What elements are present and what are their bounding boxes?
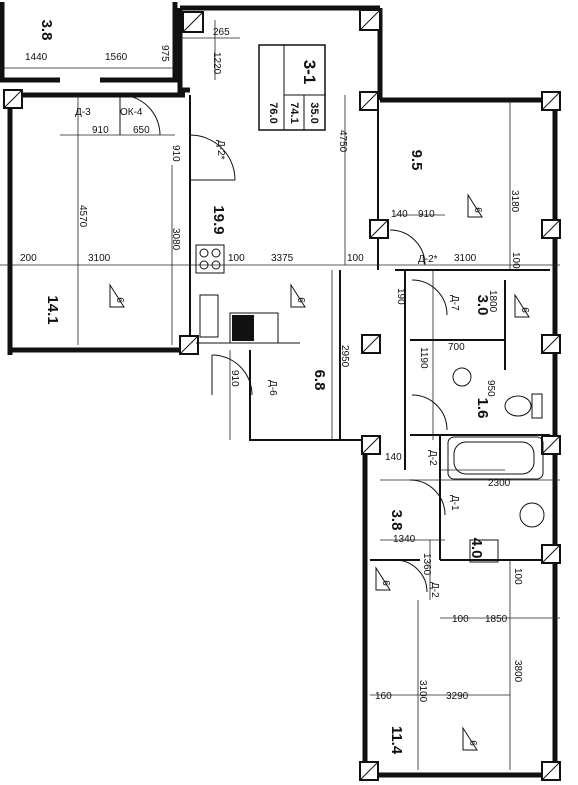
- area-bedroom-bottom-right: 11.4: [388, 726, 405, 755]
- area-storage: 3.0: [474, 295, 491, 316]
- dim-label: 700: [448, 342, 465, 353]
- svg-text:6: 6: [519, 307, 530, 313]
- dim-label: 190: [395, 288, 406, 305]
- door-label-d2s-kitchen: Д-2*: [215, 140, 226, 160]
- apartment-total-area-balcony: 76.0: [267, 102, 279, 123]
- dim-label: 2950: [339, 345, 350, 368]
- dim-label: 140: [385, 452, 402, 463]
- dim-label: 1440: [25, 52, 48, 63]
- room-tag-bedroom-bottom-right: 6: [462, 726, 478, 751]
- dim-label: 100: [347, 253, 364, 264]
- dim-label: 1560: [105, 52, 128, 63]
- dim-label: 160: [375, 691, 392, 702]
- dim-label: 1800: [487, 290, 498, 313]
- dim-label: 650: [133, 125, 150, 136]
- dim-label: 975: [159, 45, 170, 62]
- svg-text:6: 6: [472, 207, 483, 213]
- room-tag-bedroom-left: 6: [109, 283, 125, 308]
- apartment-total-area: 74.1: [288, 102, 300, 123]
- door-label-d1: Д-1: [449, 495, 460, 511]
- door-label-d2-lower: Д-2: [429, 582, 440, 598]
- door-label-d6: Д-6: [267, 380, 278, 396]
- dim-label: 1220: [211, 52, 222, 75]
- dim-label: 265: [213, 27, 230, 38]
- room-tag-storage: 6: [514, 293, 530, 318]
- room-tag-bedroom-top-right: 6: [467, 193, 483, 218]
- dim-label: 3800: [512, 660, 523, 683]
- area-kitchen-living: 19.9: [210, 205, 227, 234]
- doors: [119, 94, 448, 593]
- area-bedroom-left: 14.1: [44, 295, 61, 324]
- dim-label: 100: [228, 253, 245, 264]
- dim-label: 200: [20, 253, 37, 264]
- dim-label: 3100: [88, 253, 111, 264]
- dim-label: 3180: [509, 190, 520, 213]
- columns: [3, 9, 561, 781]
- dim-label: 3375: [271, 253, 294, 264]
- dim-label: 3290: [446, 691, 469, 702]
- dim-label: 1190: [418, 347, 429, 369]
- door-label-d3: Д-3: [75, 107, 91, 118]
- dim-label: 910: [170, 145, 181, 162]
- dim-label: 4750: [337, 130, 348, 153]
- dim-label: 4570: [77, 205, 88, 228]
- dim-label: 3100: [454, 253, 477, 264]
- svg-text:6: 6: [114, 297, 125, 303]
- room-tags: 6 6 6 6 6 6: [109, 193, 530, 751]
- dim-label: 910: [92, 125, 109, 136]
- dim-label: 1850: [485, 614, 508, 625]
- dim-label: 100: [510, 252, 521, 269]
- fixtures: [195, 244, 545, 563]
- dim-label: 100: [512, 568, 523, 585]
- dim-label: 950: [485, 380, 496, 397]
- room-tag-corridor: 6: [375, 566, 391, 591]
- area-balcony-top: 3.8: [38, 20, 55, 41]
- dim-label: 910: [229, 370, 240, 387]
- svg-text:6: 6: [295, 297, 306, 303]
- area-bedroom-top-right: 9.5: [408, 150, 425, 171]
- area-hall: 6.8: [311, 370, 328, 391]
- room-tag-kitchen: 6: [290, 283, 306, 308]
- apartment-living-area: 35.0: [308, 102, 320, 123]
- dim-label: 3080: [170, 228, 181, 251]
- dim-label: 100: [452, 614, 469, 625]
- area-bathroom: 4.0: [468, 538, 485, 559]
- apartment-info: 3-1 35.0 74.1 76.0: [258, 44, 326, 131]
- window-label-ok4: ОК-4: [120, 107, 143, 118]
- door-labels: Д-3 ОК-4 Д-2* Д-6 Д-2* Д-7 Д-2 Д-1 Д-2: [75, 107, 460, 598]
- area-wc: 1.6: [474, 398, 491, 419]
- dim-label: 3100: [417, 680, 428, 703]
- area-corridor: 3.8: [388, 510, 405, 531]
- apartment-code: 3-1: [300, 60, 319, 85]
- door-label-d2: Д-2: [427, 450, 438, 466]
- dim-label: 2300: [488, 478, 511, 489]
- dim-label: 1360: [421, 553, 432, 576]
- svg-text:6: 6: [467, 740, 478, 746]
- door-label-d2s-bedroom: Д-2*: [418, 254, 438, 265]
- dimension-lines: [0, 20, 560, 770]
- dim-label: 910: [418, 209, 435, 220]
- dim-label: 140: [391, 209, 408, 220]
- dimension-labels: 1440 1560 265 1220 975 910 650 910 4570 …: [20, 27, 523, 703]
- dim-label: 1340: [393, 534, 416, 545]
- svg-text:6: 6: [380, 580, 391, 586]
- door-label-d7: Д-7: [449, 295, 460, 311]
- room-areas: 3.8 14.1 19.9 9.5 6.8 3.0 1.6 3.8 4.0 11…: [38, 20, 491, 755]
